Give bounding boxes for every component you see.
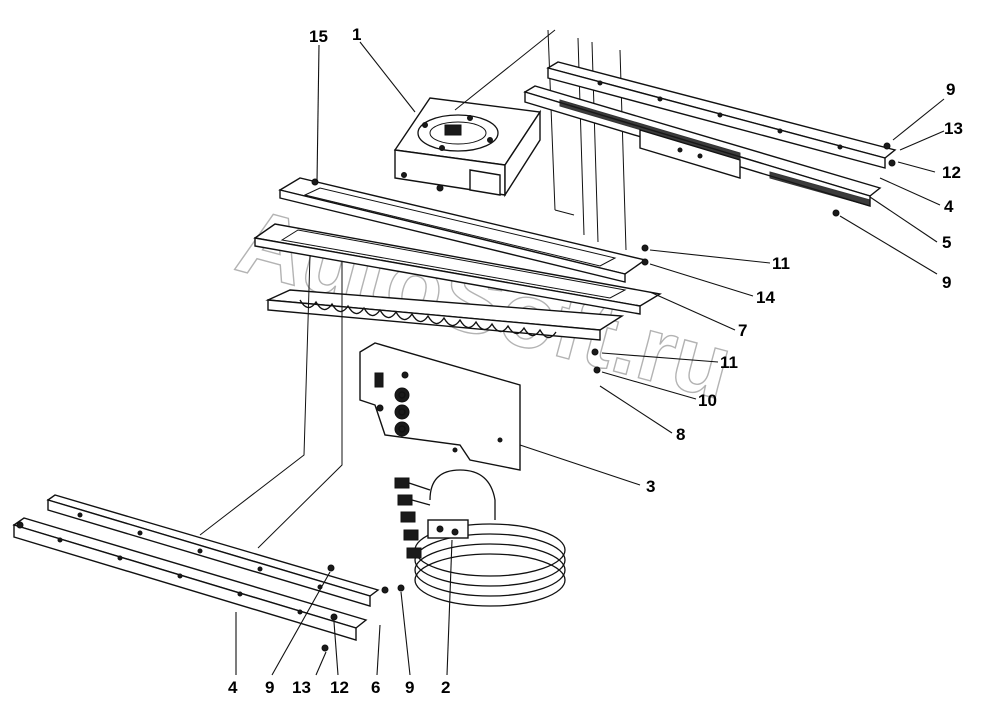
- callout-3: 3: [646, 477, 655, 496]
- callout-13-top: 13: [944, 119, 963, 138]
- part-15-gasket-plate: [278, 177, 647, 283]
- callout-11-top: 11: [772, 254, 790, 273]
- callout-15: 15: [309, 27, 328, 46]
- part-4-upper-rail: [546, 61, 897, 169]
- part-6-lower-slide-rail: [12, 517, 368, 641]
- callout-6: 6: [371, 678, 380, 697]
- callout-11-mid: 11: [720, 353, 738, 372]
- part-7-frame: [253, 223, 662, 315]
- part-1-mount-bracket: [393, 97, 542, 198]
- callout-9-right: 9: [942, 273, 951, 292]
- callout-2: 2: [441, 678, 450, 697]
- callout-12-top: 12: [942, 163, 961, 182]
- fasteners: [321, 142, 896, 652]
- leader-lines: [235, 41, 945, 676]
- part-8-scalloped-plate: [265, 289, 625, 341]
- callout-10: 10: [698, 391, 717, 410]
- part-2-hose-assembly: [394, 469, 566, 607]
- callout-12-bottom: 12: [330, 678, 349, 697]
- part-4-lower-rail: [46, 494, 380, 607]
- callout-14: 14: [756, 288, 775, 307]
- callout-5: 5: [942, 233, 951, 252]
- callout-4-bottom: 4: [228, 678, 238, 697]
- callout-4-top: 4: [944, 197, 954, 216]
- callout-13-bottom: 13: [292, 678, 311, 697]
- callout-1: 1: [352, 25, 361, 44]
- callout-labels: 1 15 9 13 12 4 5 9 11 14 7 11 10 8 3 4 9…: [228, 25, 963, 697]
- callout-7: 7: [738, 321, 747, 340]
- callout-9-bottom-right: 9: [405, 678, 414, 697]
- callout-9-bottom-left: 9: [265, 678, 274, 697]
- part-5-slide-rail: [523, 85, 882, 217]
- callout-8: 8: [676, 425, 685, 444]
- callout-9-top: 9: [946, 80, 955, 99]
- part-3-manifold-plate: [359, 342, 521, 471]
